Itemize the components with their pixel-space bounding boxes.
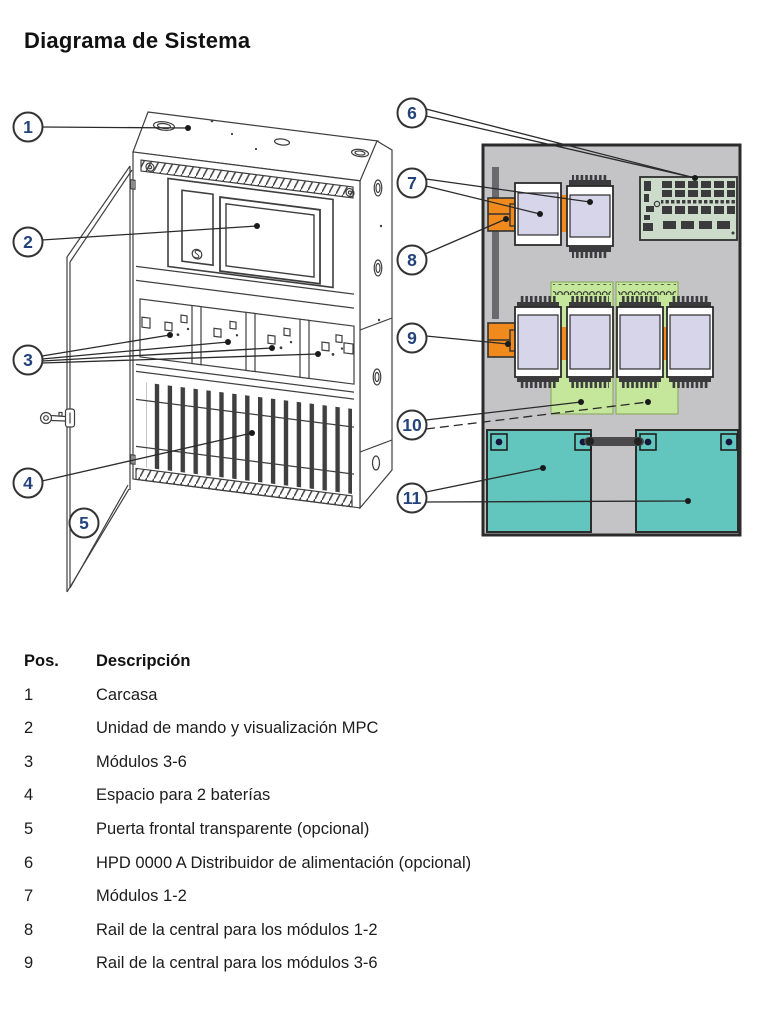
legend-pos: 8 — [24, 920, 34, 939]
callout-1: 1 — [12, 111, 44, 143]
callout-11-label: 11 — [403, 488, 422, 508]
logo-mark — [191, 248, 203, 260]
legend-desc: Carcasa — [96, 685, 158, 704]
callout-9-label: 9 — [407, 328, 417, 348]
legend-pos: 4 — [24, 786, 34, 805]
module-row — [139, 298, 355, 385]
system-diagram: 1 2 3 4 5 6 7 — [12, 97, 742, 593]
legend-row-2: 2 Unidad de mando y visualización MPC — [24, 712, 724, 746]
callout-9: 9 — [396, 322, 428, 354]
leader-8 — [424, 218, 507, 255]
legend-row-4: 4 Espacio para 2 baterías — [24, 779, 724, 813]
page-title: Diagrama de Sistema — [24, 28, 251, 53]
callout-4: 4 — [12, 467, 44, 499]
legend-desc: HPD 0000 A Distribuidor de alimentación … — [96, 853, 472, 872]
legend-row-3: 3 Módulos 3-6 — [24, 746, 724, 780]
legend-desc: Rail de la central para los módulos 3-6 — [96, 954, 378, 973]
leader-11b — [425, 500, 689, 503]
top-vent-strip — [140, 159, 354, 199]
callout-8-label: 8 — [407, 250, 417, 270]
legend-row-9: 9 Rail de la central para los módulos 3-… — [24, 947, 724, 981]
legend-pos: 1 — [24, 685, 34, 704]
battery-link-bar — [584, 437, 644, 446]
leader-3d — [41, 353, 319, 364]
modules-3-6 — [514, 296, 714, 388]
legend-desc: Unidad de mando y visualización MPC — [96, 719, 379, 738]
vertical-rail — [492, 167, 499, 319]
mpc-display-unit — [167, 177, 334, 289]
legend-row-7: 7 Módulos 1-2 — [24, 880, 724, 914]
legend-desc: Módulos 1-2 — [96, 887, 187, 906]
rail-bracket-middle — [487, 322, 519, 358]
leader-10a — [425, 401, 582, 421]
batteries — [486, 429, 739, 533]
callout-2: 2 — [12, 226, 44, 258]
callout-7-label: 7 — [407, 173, 417, 193]
leader-10b — [425, 401, 649, 430]
callout-6: 6 — [396, 97, 428, 129]
leader-3a — [41, 334, 171, 357]
legend-header-desc: Descripción — [96, 652, 191, 670]
callout-6-label: 6 — [407, 103, 417, 123]
callout-7: 7 — [396, 167, 428, 199]
legend-row-6: 6 HPD 0000 A Distribuidor de alimentació… — [24, 847, 724, 881]
interior-panel — [481, 143, 742, 537]
callout-1-label: 1 — [23, 117, 33, 137]
legend-pos: 3 — [24, 752, 34, 771]
legend-pos: 5 — [24, 819, 34, 838]
leader-7b — [425, 185, 541, 215]
legend-header-pos: Pos. — [24, 652, 59, 670]
callout-3-label: 3 — [23, 350, 33, 370]
leader-3b — [41, 341, 229, 360]
legend-row-8: 8 Rail de la central para los módulos 1-… — [24, 914, 724, 948]
legend-desc: Módulos 3-6 — [96, 752, 187, 771]
callout-5-label: 5 — [79, 513, 89, 533]
callout-4-label: 4 — [23, 473, 33, 493]
legend-pos: 9 — [24, 954, 34, 973]
hpd-distributor-board — [639, 176, 738, 241]
leader-4 — [41, 432, 253, 482]
legend-pos: 7 — [24, 887, 34, 906]
leader-6a — [425, 108, 696, 179]
legend-row-1: 1 Carcasa — [24, 679, 724, 713]
cabinet-drawing — [39, 111, 393, 593]
legend-header: Pos. Descripción — [24, 645, 724, 679]
cabinet-side-face — [359, 140, 393, 510]
legend-table: Pos. Descripción 1 Carcasa 2 Unidad de m… — [24, 645, 724, 981]
cabinet-front-face — [130, 151, 361, 509]
callout-10: 10 — [396, 409, 428, 441]
callout-11: 11 — [396, 482, 428, 514]
callout-3: 3 — [12, 344, 44, 376]
legend-row-5: 5 Puerta frontal transparente (opcional) — [24, 813, 724, 847]
leader-9 — [425, 335, 509, 345]
leader-1 — [41, 126, 189, 129]
leader-7a — [425, 178, 591, 203]
legend-pos: 6 — [24, 853, 34, 872]
legend-desc: Puerta frontal transparente (opcional) — [96, 819, 370, 838]
bottom-vent-strip — [135, 467, 353, 508]
leader-3c — [41, 347, 273, 362]
callouts: 1 2 3 4 5 6 7 — [12, 97, 428, 539]
leader-lines — [41, 108, 698, 504]
legend-pos: 2 — [24, 719, 34, 738]
callout-5: 5 — [68, 507, 100, 539]
legend-desc: Espacio para 2 baterías — [96, 786, 271, 805]
callout-10-label: 10 — [402, 415, 422, 435]
door-key — [39, 408, 76, 428]
callout-2-label: 2 — [23, 232, 33, 252]
legend-desc: Rail de la central para los módulos 1-2 — [96, 920, 378, 939]
leader-6b — [425, 115, 696, 179]
leader-11a — [425, 467, 544, 493]
leader-2 — [41, 225, 258, 241]
callout-8: 8 — [396, 244, 428, 276]
